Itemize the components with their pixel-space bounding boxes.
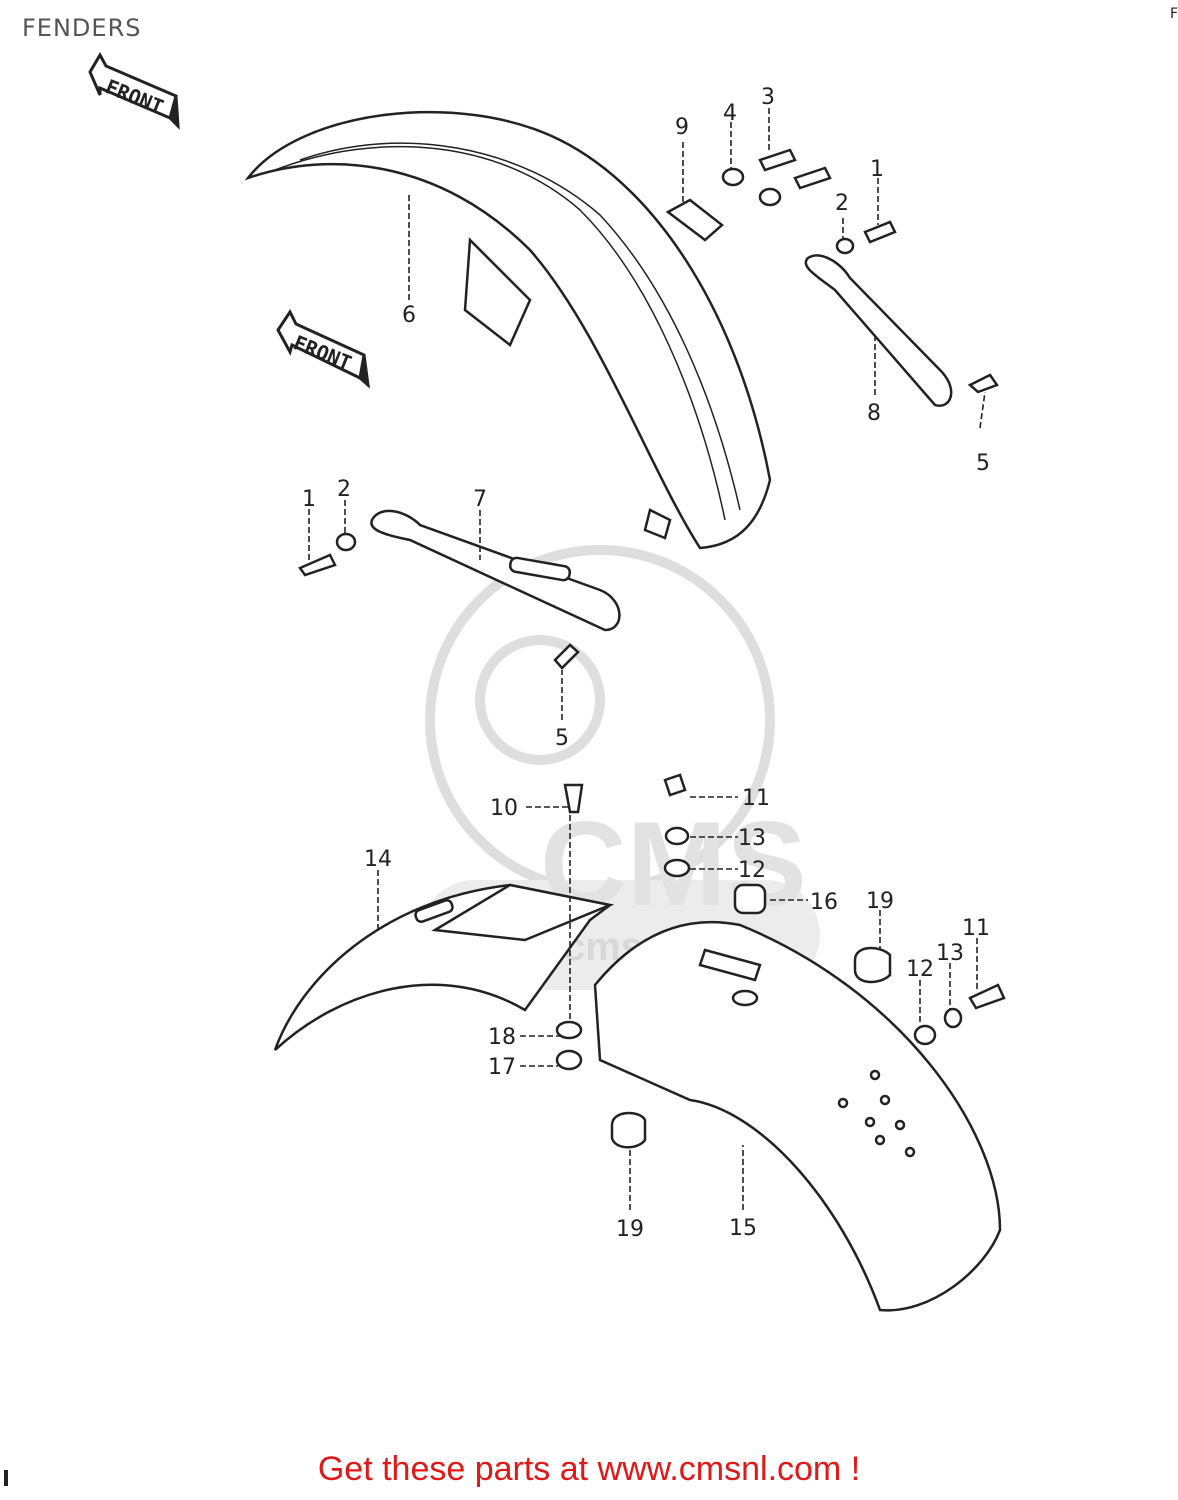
callout-9: 9 [675, 115, 689, 140]
page-title: FENDERS [22, 14, 142, 42]
callout-6: 6 [402, 303, 416, 328]
callout-2: 2 [835, 191, 849, 216]
leader-lines [308, 108, 986, 1212]
callout-18: 18 [488, 1025, 516, 1050]
callout-17: 17 [488, 1055, 516, 1080]
footer-link[interactable]: Get these parts at www.cmsnl.com ! [317, 1450, 861, 1488]
front-arrow-icon [276, 309, 371, 389]
bracket-plate [665, 198, 724, 242]
callout-1: 1 [302, 487, 316, 512]
fender-stay-right [804, 254, 953, 408]
hardware [298, 148, 1006, 1149]
callout-8: 8 [867, 401, 881, 426]
callout-14: 14 [364, 847, 392, 872]
callout-4: 4 [723, 101, 737, 126]
callout-2: 2 [337, 477, 351, 502]
rear-fender-front-section [273, 883, 615, 1051]
callout-11: 11 [962, 916, 990, 941]
callout-12: 12 [906, 957, 934, 982]
rear-fender [593, 920, 1002, 1312]
callout-13: 13 [936, 941, 964, 966]
callout-12: 12 [738, 858, 766, 883]
callout-15: 15 [729, 1216, 757, 1241]
callout-19: 19 [616, 1217, 644, 1242]
callout-5: 5 [555, 726, 569, 751]
callout-3: 3 [761, 85, 775, 110]
callout-1: 1 [870, 157, 884, 182]
front-arrow-icon [88, 51, 180, 130]
callout-11: 11 [742, 786, 770, 811]
callout-10: 10 [490, 796, 518, 821]
fender-stay-left [370, 509, 621, 632]
front-fender [244, 110, 772, 550]
callout-19: 19 [866, 889, 894, 914]
callout-13: 13 [738, 826, 766, 851]
callout-7: 7 [473, 487, 487, 512]
edge-mark [4, 1470, 8, 1486]
callout-5: 5 [976, 451, 990, 476]
corner-letter: F [1169, 6, 1178, 22]
callout-16: 16 [810, 890, 838, 915]
